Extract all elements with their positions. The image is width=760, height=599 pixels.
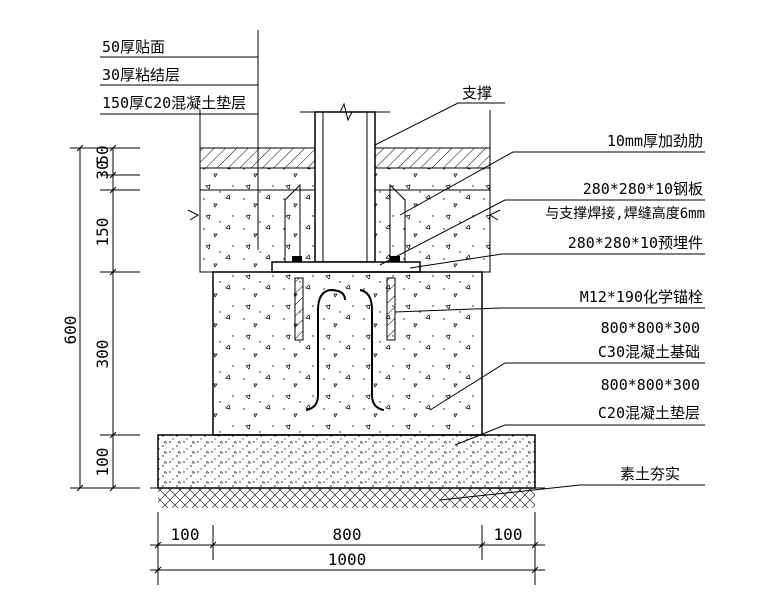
bolt-nut-right xyxy=(390,256,400,262)
label-stiffener: 10mm厚加劲肋 xyxy=(607,132,703,150)
base-plate xyxy=(271,261,421,273)
layer-label-bond: 30厚粘结层 xyxy=(102,66,180,84)
dim-600: 600 xyxy=(61,316,80,345)
label-bedding-material: C20混凝土垫层 xyxy=(598,404,700,422)
label-foundation-size: 800*800*300 xyxy=(601,319,700,337)
dim-1000: 1000 xyxy=(328,550,367,569)
dim-100: 100 xyxy=(93,448,112,477)
c20-bedding xyxy=(157,434,536,489)
dim-50: 50 xyxy=(93,145,112,164)
steel-column xyxy=(284,102,406,263)
dim-left-100: 100 xyxy=(171,525,200,544)
dim-right-100: 100 xyxy=(494,525,523,544)
horizontal-dimensions xyxy=(150,512,545,585)
dim-800: 800 xyxy=(333,525,362,544)
label-weld: 与支撑焊接,焊缝高度6mm xyxy=(545,205,705,222)
c30-foundation xyxy=(212,271,483,436)
embed-bar-right xyxy=(359,289,385,411)
label-embed: 280*280*10预埋件 xyxy=(568,234,703,252)
label-bedding-size: 800*800*300 xyxy=(601,376,700,394)
label-foundation-material: C30混凝土基础 xyxy=(598,343,700,361)
label-anchor: M12*190化学锚栓 xyxy=(580,288,703,306)
support-label: 支撑 xyxy=(462,84,492,102)
anchor-bolt-left xyxy=(294,277,304,341)
dim-150: 150 xyxy=(93,218,112,247)
layer-label-finish: 50厚贴面 xyxy=(102,38,165,56)
label-soil: 素土夯实 xyxy=(620,465,680,483)
embed-bar-left xyxy=(305,289,346,411)
label-steel-plate: 280*280*10钢板 xyxy=(583,180,703,198)
dim-30: 30 xyxy=(93,160,112,179)
right-leaders xyxy=(379,151,705,501)
anchor-bolt-right xyxy=(386,277,396,341)
layer-label-cushion: 150厚C20混凝土垫层 xyxy=(102,94,246,112)
bolt-nut-left xyxy=(292,256,302,262)
vertical-dimensions xyxy=(70,144,140,492)
support-leader xyxy=(374,102,505,146)
compacted-soil xyxy=(158,488,535,508)
dim-300: 300 xyxy=(93,340,112,369)
layer-leaders xyxy=(100,30,259,250)
